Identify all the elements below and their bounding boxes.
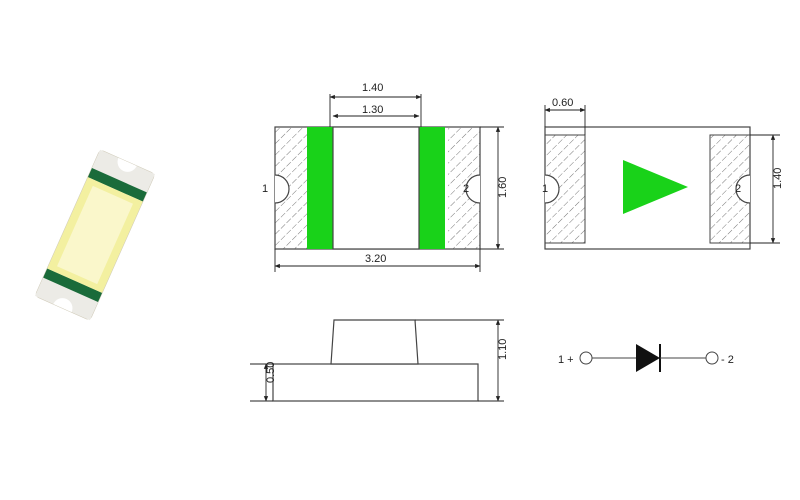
led-photo xyxy=(35,149,155,321)
led-band-left xyxy=(307,127,333,249)
dim-height-top: 1.60 xyxy=(497,177,509,198)
polarity-triangle xyxy=(623,160,688,214)
dim-outer-width: 1.40 xyxy=(362,82,383,94)
dim-base-height: 0.50 xyxy=(265,362,277,383)
dim-total-height: 1.10 xyxy=(497,339,509,360)
anode-label: 1 + xyxy=(558,354,574,366)
dim-inner-width: 1.30 xyxy=(362,104,383,116)
side-view: 1.10 0.50 xyxy=(250,319,509,402)
bottom-pad-1-label: 1 xyxy=(542,183,548,195)
bottom-view: 1 2 0.60 1.40 xyxy=(542,97,784,250)
cathode-label: - 2 xyxy=(721,354,734,366)
dim-pad-width: 0.60 xyxy=(552,97,573,109)
bottom-pad-2-label: 2 xyxy=(735,183,741,195)
dim-length: 3.20 xyxy=(365,253,386,265)
top-view: 1 2 1.40 1.30 3.20 1.60 xyxy=(262,82,509,272)
diode-symbol: 1 + - 2 xyxy=(558,344,734,372)
top-pad-1-label: 1 xyxy=(262,183,268,195)
top-pad-2-label: 2 xyxy=(463,183,469,195)
dim-height-bottom: 1.40 xyxy=(772,168,784,189)
led-band-right xyxy=(419,127,445,249)
